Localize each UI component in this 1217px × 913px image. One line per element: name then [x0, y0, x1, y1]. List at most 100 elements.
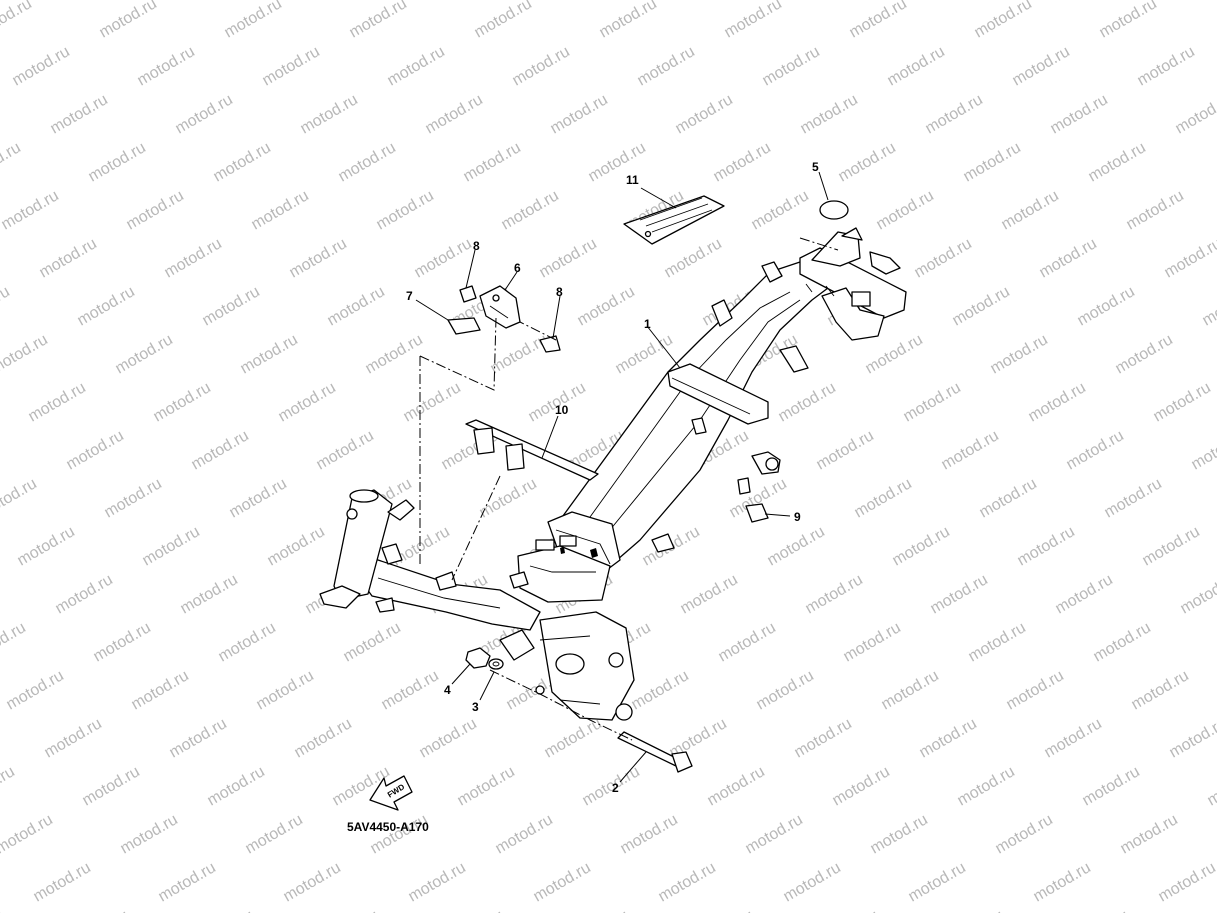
watermark-text: motod.ru — [885, 43, 948, 89]
watermark-text: motod.ru — [1080, 763, 1143, 809]
watermark-text: motod.ru — [618, 811, 681, 857]
watermark-text: motod.ru — [75, 283, 138, 329]
watermark-text: motod.ru — [477, 475, 540, 521]
watermark-text: motod.ru — [1053, 571, 1116, 617]
watermark-text: motod.ru — [1200, 283, 1217, 329]
watermark-text: motod.ru — [86, 139, 149, 185]
watermark-text: motod.ru — [412, 235, 475, 281]
watermark-text: motod.ru — [944, 907, 1007, 913]
watermark-text: motod.ru — [912, 235, 975, 281]
watermark-text: motod.ru — [939, 427, 1002, 473]
watermark-text: motod.ru — [444, 907, 507, 913]
watermark-text: motod.ru — [1069, 907, 1132, 913]
drawing-code: 5AV4450-A170 — [347, 820, 429, 834]
watermark-text: motod.ru — [53, 571, 116, 617]
part-8-bolt-a — [459, 285, 477, 303]
watermark-text: motod.ru — [254, 667, 317, 713]
watermark-text: motod.ru — [211, 139, 274, 185]
watermark-text: motod.ru — [1156, 859, 1217, 905]
watermark-text: motod.ru — [423, 91, 486, 137]
watermark-text: motod.ru — [472, 0, 535, 41]
watermark-text: motod.ru — [243, 811, 306, 857]
watermark-text: motod.ru — [0, 0, 35, 41]
watermark-text: motod.ru — [928, 571, 991, 617]
watermark-text: motod.ru — [656, 859, 719, 905]
watermark-text: motod.ru — [0, 619, 29, 665]
watermark-text: motod.ru — [1042, 715, 1105, 761]
watermark-text: motod.ru — [1031, 859, 1094, 905]
watermark-text: motod.ru — [792, 715, 855, 761]
watermark-text: motod.ru — [906, 859, 969, 905]
watermark-text: motod.ru — [988, 331, 1051, 377]
watermark-text: motod.ru — [1140, 523, 1203, 569]
watermark-text: motod.ru — [803, 571, 866, 617]
watermark-text: motod.ru — [879, 667, 942, 713]
watermark-text: motod.ru — [455, 763, 518, 809]
watermark-text: motod.ru — [537, 235, 600, 281]
watermark-text: motod.ru — [760, 43, 823, 89]
watermark-text: motod.ru — [1118, 811, 1181, 857]
watermark-text: motod.ru — [292, 715, 355, 761]
watermark-text: motod.ru — [151, 379, 214, 425]
main-frame — [319, 227, 907, 721]
watermark-text: motod.ru — [950, 283, 1013, 329]
watermark-text: motod.ru — [575, 283, 638, 329]
watermark-text: motod.ru — [0, 283, 13, 329]
leader-lines — [415, 171, 829, 783]
watermark-text: motod.ru — [265, 523, 328, 569]
watermark-text: motod.ru — [363, 331, 426, 377]
watermark-text: motod.ru — [1189, 427, 1217, 473]
watermark-text: motod.ru — [901, 379, 964, 425]
fwd-arrow: FWD — [369, 775, 413, 811]
watermark-text: motod.ru — [406, 859, 469, 905]
watermark-text: motod.ru — [135, 43, 198, 89]
watermark-text: motod.ru — [461, 139, 524, 185]
watermark-text: motod.ru — [417, 715, 480, 761]
watermark-text: motod.ru — [48, 91, 111, 137]
watermark-text: motod.ru — [488, 331, 551, 377]
watermark-text: motod.ru — [4, 667, 67, 713]
watermark-text: motod.ru — [0, 907, 7, 913]
watermark-text: motod.ru — [548, 91, 611, 137]
watermark-text: motod.ru — [368, 811, 431, 857]
watermark-text: motod.ru — [1086, 139, 1149, 185]
watermark-text: motod.ru — [852, 475, 915, 521]
watermark-text: motod.ru — [531, 859, 594, 905]
watermark-text: motod.ru — [635, 43, 698, 89]
watermark-text: motod.ru — [1004, 667, 1067, 713]
watermark-text: motod.ru — [0, 139, 24, 185]
watermark-text: motod.ru — [0, 427, 2, 473]
watermark-text: motod.ru — [26, 379, 89, 425]
watermark-text: motod.ru — [281, 859, 344, 905]
callout-10: 10 — [555, 403, 569, 417]
part-2-long-bolt — [617, 731, 693, 773]
watermark-text: motod.ru — [42, 715, 105, 761]
watermark-text: motod.ru — [200, 283, 263, 329]
callout-1: 1 — [644, 317, 651, 331]
watermark-text: motod.ru — [390, 523, 453, 569]
watermark-text: motod.ru — [694, 907, 757, 913]
watermark-text: motod.ru — [890, 523, 953, 569]
callout-9: 9 — [794, 510, 801, 524]
watermark-text: motod.ru — [276, 379, 339, 425]
watermark-text: motod.ru — [917, 715, 980, 761]
watermark-text: motod.ru — [1010, 43, 1073, 89]
part-9-nut — [737, 477, 769, 523]
watermark-text: motod.ru — [743, 811, 806, 857]
watermark-text: motod.ru — [923, 91, 986, 137]
part-3-washer — [488, 658, 504, 670]
watermark-text: motod.ru — [836, 139, 899, 185]
callout-3: 3 — [472, 700, 479, 714]
watermark-text: motod.ru — [1124, 187, 1187, 233]
callout-5: 5 — [812, 160, 819, 174]
watermark-text: motod.ru — [814, 427, 877, 473]
watermark-text: motod.ru — [711, 139, 774, 185]
callout-4: 4 — [444, 683, 451, 697]
watermark-text: motod.ru — [1113, 331, 1176, 377]
part-7-clip — [447, 317, 481, 335]
part-4-nut — [465, 647, 491, 669]
watermark-text: motod.ru — [156, 859, 219, 905]
part-10-plate — [465, 419, 599, 481]
watermark-text: motod.ru — [140, 523, 203, 569]
callout-11: 11 — [626, 173, 639, 187]
